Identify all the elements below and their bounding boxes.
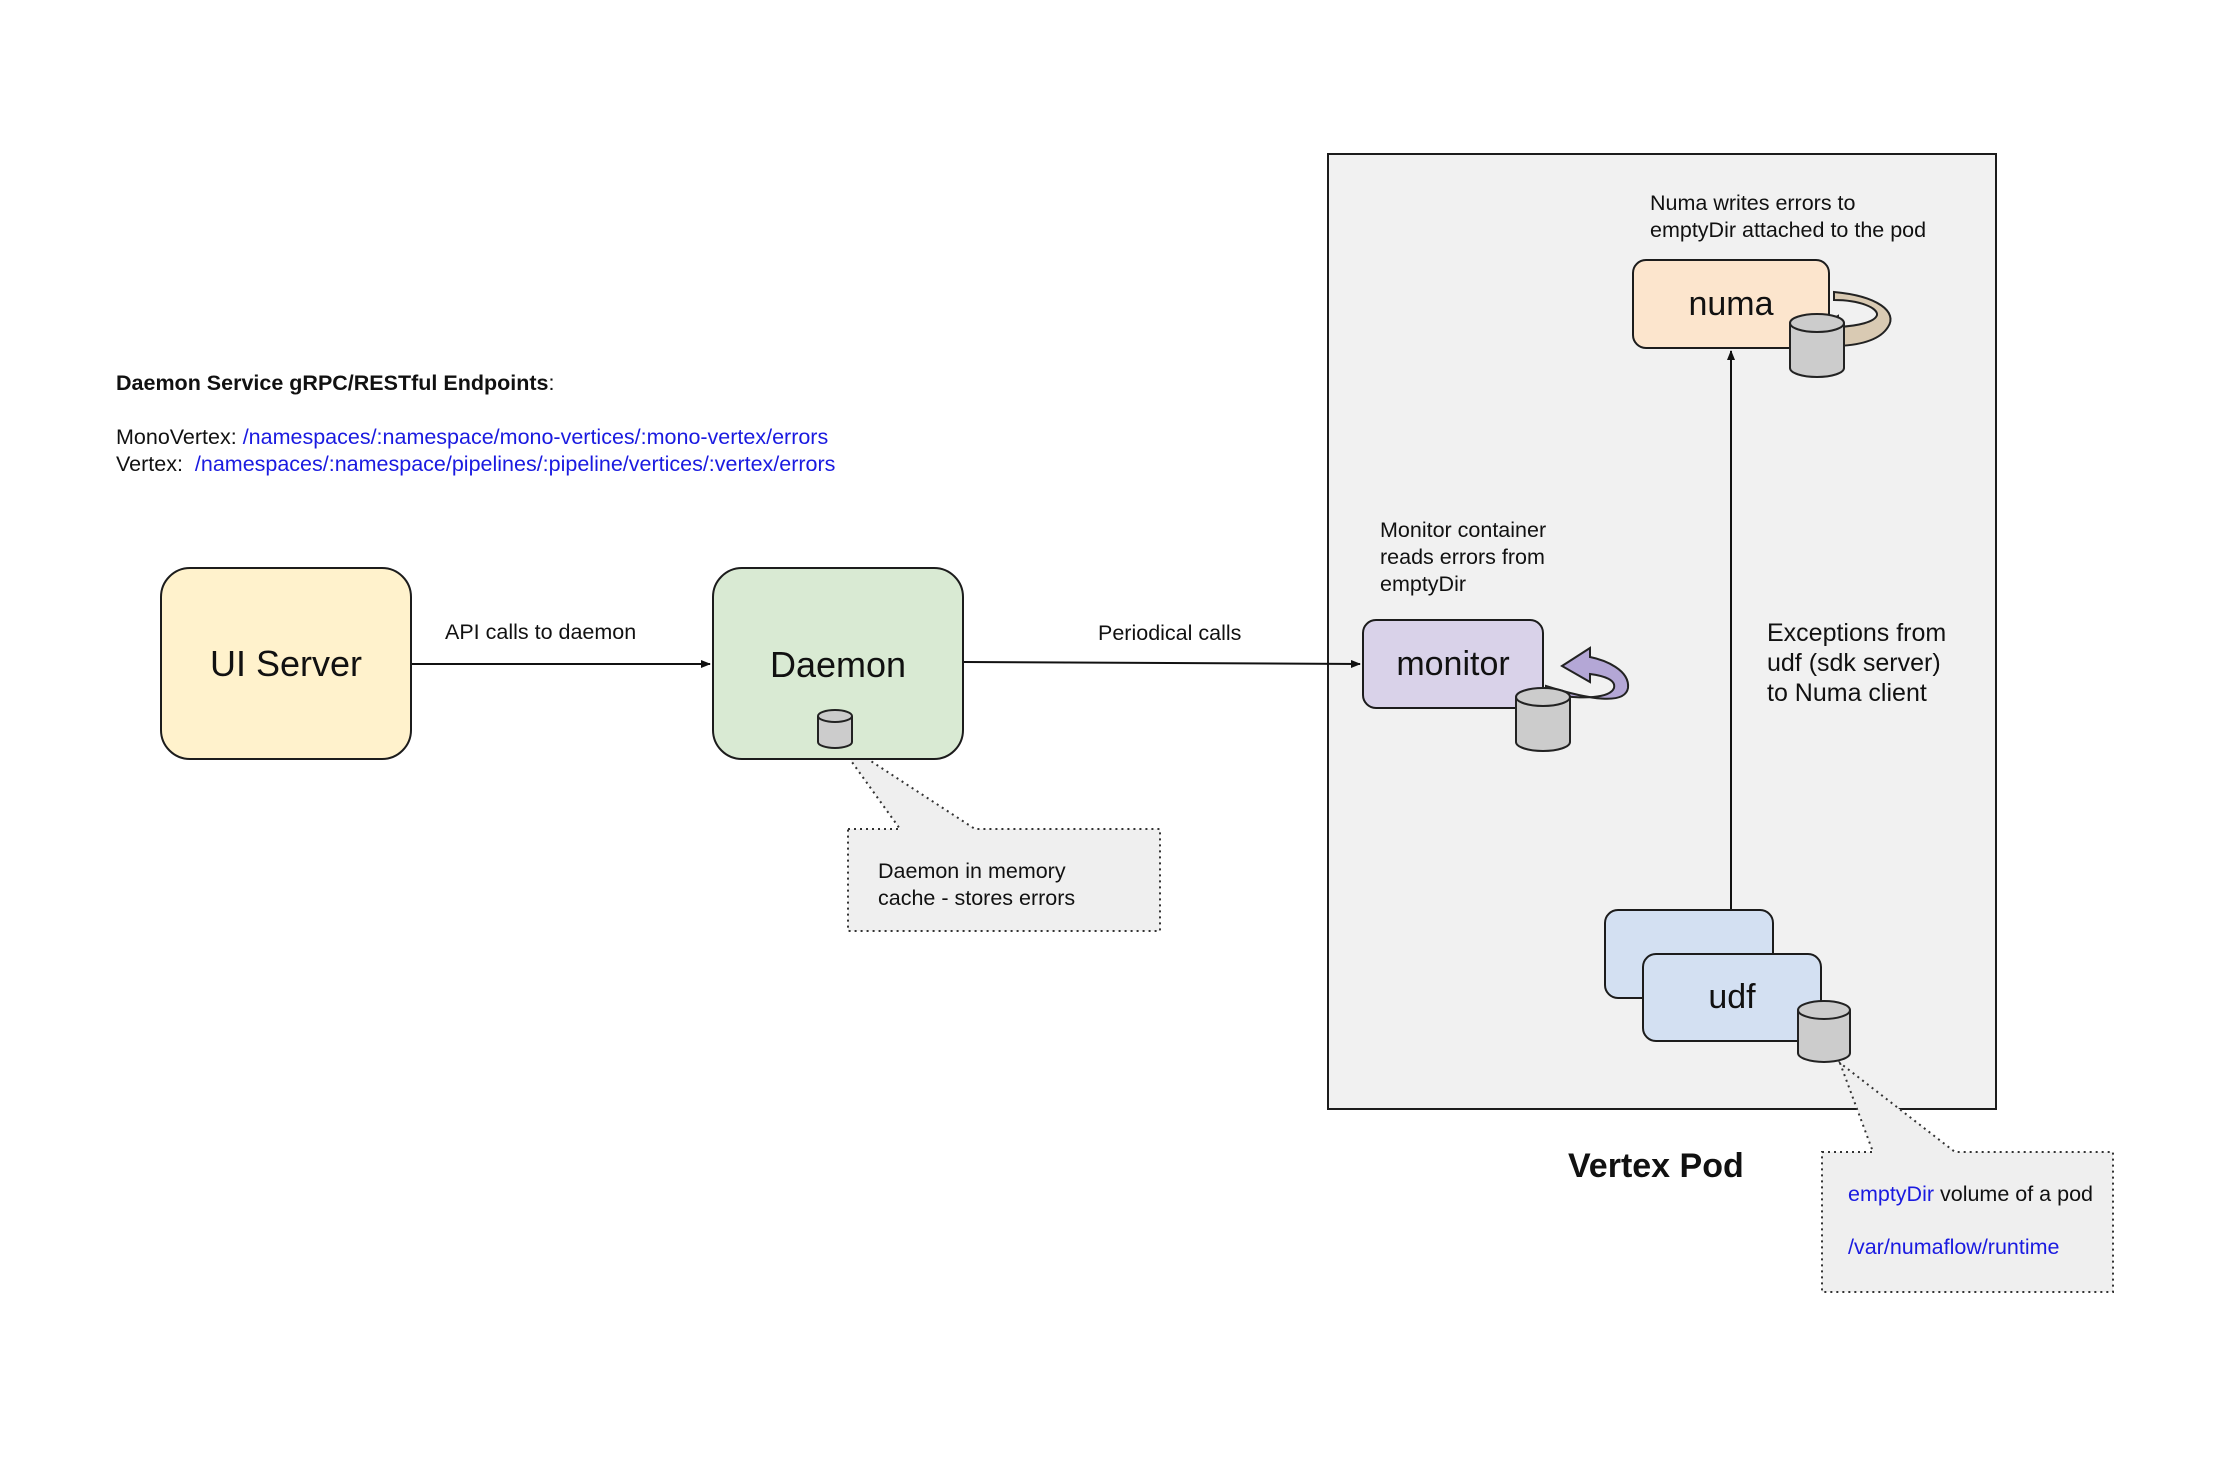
circular-arrow-icon bbox=[1545, 646, 1630, 700]
vertex-label: Vertex: bbox=[116, 452, 183, 476]
daemon-node: Daemon bbox=[712, 567, 964, 760]
emptydir-link-text: emptyDir bbox=[1848, 1182, 1935, 1206]
ui-server-node: UI Server bbox=[160, 567, 412, 760]
periodical-calls-arrow bbox=[963, 659, 1361, 668]
monitor-reads-note: Monitor container reads errors from empt… bbox=[1380, 518, 1547, 596]
vertex-pod-title: Vertex Pod bbox=[1568, 1147, 1744, 1185]
vertex-endpoint-path: /namespaces/:namespace/pipelines/:pipeli… bbox=[194, 452, 836, 476]
endpoints-title: Daemon Service gRPC/RESTful Endpoints bbox=[116, 371, 549, 395]
periodical-calls-label: Periodical calls bbox=[1098, 621, 1242, 645]
database-cylinder-icon bbox=[1797, 1000, 1851, 1063]
exceptions-label: Exceptions from udf (sdk server) to Numa… bbox=[1767, 619, 1947, 707]
monitor-node: monitor bbox=[1362, 619, 1544, 709]
monovertex-endpoint-row: MonoVertex: /namespaces/:namespace/mono-… bbox=[116, 424, 835, 451]
endpoints-heading: Daemon Service gRPC/RESTful Endpoints: bbox=[116, 371, 555, 395]
daemon-cache-callout bbox=[833, 736, 1161, 932]
emptydir-path: /var/numaflow/runtime bbox=[1848, 1235, 2060, 1259]
emptydir-callout-text: emptyDir volume of a pod /var/numaflow/r… bbox=[1848, 1182, 2093, 1259]
monovertex-label: MonoVertex: bbox=[116, 425, 237, 449]
database-cylinder-icon bbox=[817, 709, 853, 749]
emptydir-callout bbox=[1821, 1060, 2114, 1293]
daemon-cache-callout-text: Daemon in memory cache - stores errors bbox=[878, 859, 1076, 910]
api-calls-label: API calls to daemon bbox=[445, 620, 637, 644]
database-cylinder-icon bbox=[1789, 313, 1845, 378]
endpoints-block: Daemon Service gRPC/RESTful Endpoints: M… bbox=[116, 370, 835, 478]
udf-node: udf bbox=[1642, 953, 1822, 1042]
database-cylinder-icon bbox=[1515, 687, 1571, 752]
numa-writes-note: Numa writes errors to emptyDir attached … bbox=[1650, 191, 1927, 242]
vertex-endpoint-row: Vertex: /namespaces/:namespace/pipelines… bbox=[116, 451, 835, 478]
monovertex-endpoint-path: /namespaces/:namespace/mono-vertices/:mo… bbox=[242, 425, 829, 449]
